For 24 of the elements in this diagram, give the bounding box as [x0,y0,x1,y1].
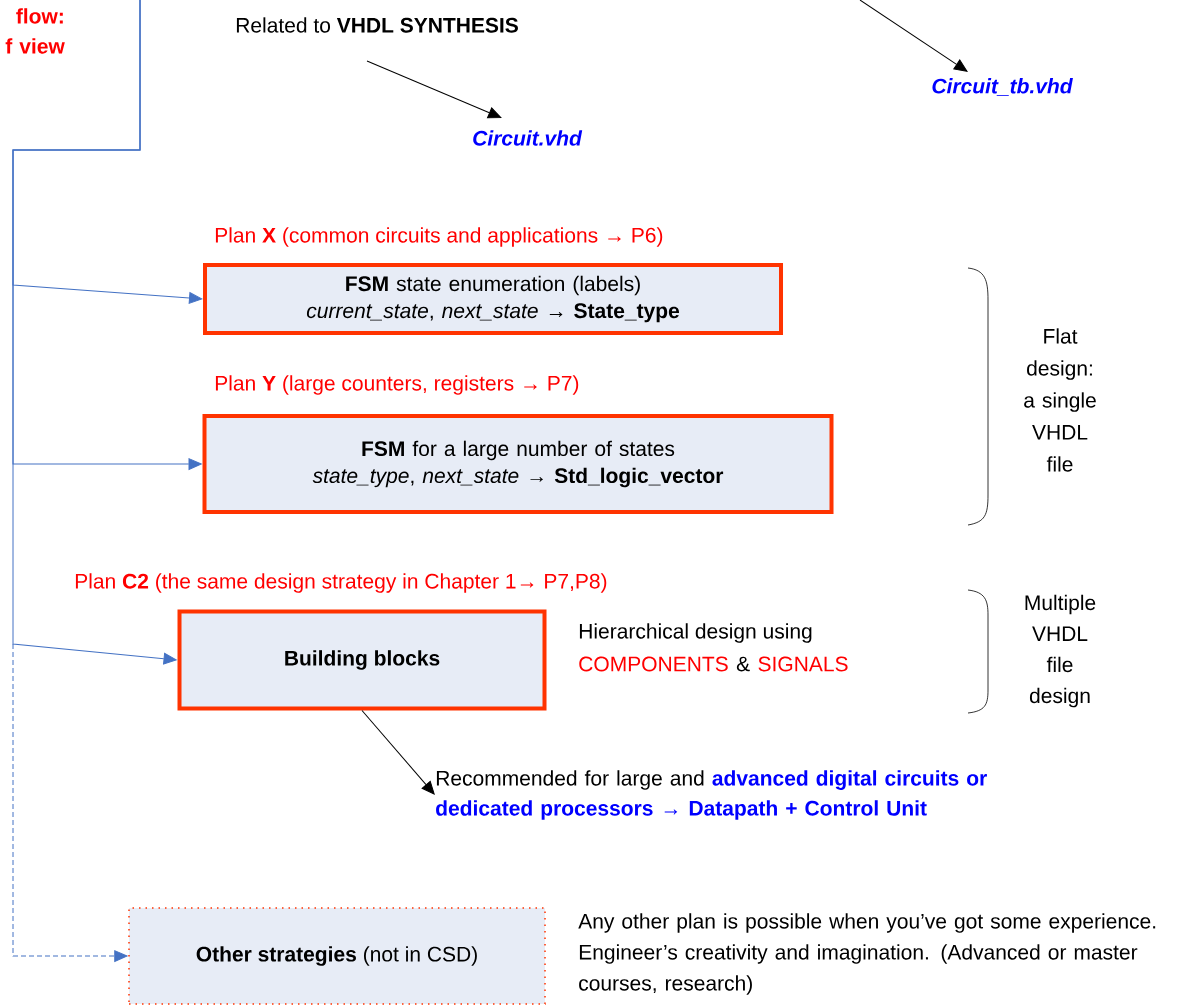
side-text: Hierarchical design using [579,623,812,643]
dotted-box: Other strategies (not in CSD) [128,907,546,1005]
plan-heading: Plan Y (large counters, registers → P7) [215,375,579,395]
process-box: Building blocks [177,609,547,711]
heading-text: flow: f view [5,8,65,54]
bracket-label: Multiple VHDL file design [1025,594,1096,708]
annotation-text: Related to VHDL SYNTHESIS [236,17,518,33]
plan-heading: Plan X (common circuits and applications → P6) [215,227,663,247]
plan-heading: Plan C2 (the same design strategy in Chapter 1→ P7,P8) [75,573,607,593]
side-text: & [736,656,750,672]
arrow [12,0,177,665]
side-text: COMPONENTS [579,656,728,672]
arrow [361,710,435,795]
process-box: FSM state enumeration (labels) current_state, next_state → State_type [203,263,783,335]
file-name: Circuit_tb.vhd [932,78,1073,96]
arrow [12,643,128,962]
side-text: SIGNALS [758,656,848,672]
file-name: Circuit.vhd [473,130,583,146]
process-box: FSM for a large number of states state_type, next_state → Std_logic_vector [202,414,834,514]
arrow [366,60,502,119]
side-text: Any other plan is possible when you’ve got some experience. Engineer’s creativity and imagination. (Advanced or master courses, research) [578,913,1156,995]
bracket-label: Flat design: a single VHDL file [1024,328,1096,472]
note-text: Recommended for large and advanced digital circuits or dedicated processors → Datapath + Control Unit [436,770,987,820]
arrow [859,0,968,72]
